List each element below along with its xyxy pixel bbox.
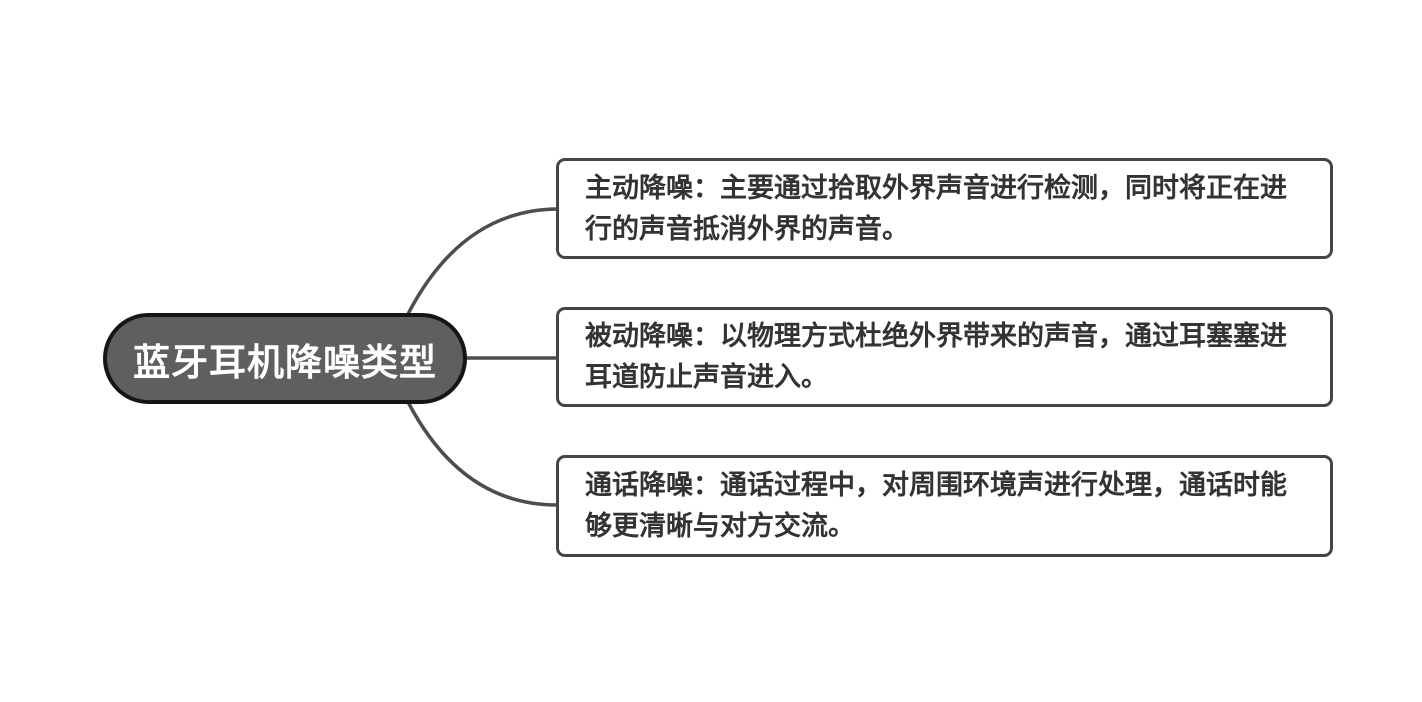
- connector-branch-1: [406, 207, 559, 316]
- branch-node-label: 通话降噪：通话过程中，对周围环境声进行处理，通话时能够更清晰与对方交流。: [585, 470, 1287, 541]
- branch-node-label: 被动降噪：以物理方式杜绝外界带来的声音，通过耳塞塞进耳道防止声音进入。: [585, 321, 1287, 392]
- branch-node-call-noise-reduction[interactable]: 通话降噪：通话过程中，对周围环境声进行处理，通话时能够更清晰与对方交流。: [556, 455, 1333, 557]
- root-node[interactable]: 蓝牙耳机降噪类型: [103, 313, 467, 404]
- branch-node-passive-noise-reduction[interactable]: 被动降噪：以物理方式杜绝外界带来的声音，通过耳塞塞进耳道防止声音进入。: [556, 307, 1333, 407]
- branch-node-label: 主动降噪：主要通过拾取外界声音进行检测，同时将正在进行的声音抵消外界的声音。: [585, 172, 1287, 244]
- branch-node-active-noise-reduction[interactable]: 主动降噪：主要通过拾取外界声音进行检测，同时将正在进行的声音抵消外界的声音。: [556, 158, 1333, 259]
- connector-branch-3: [406, 400, 559, 507]
- root-node-label: 蓝牙耳机降噪类型: [133, 341, 437, 383]
